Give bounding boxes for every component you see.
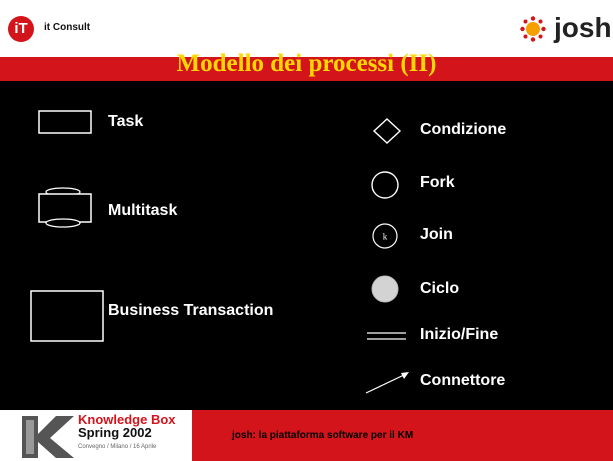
- connettore-label: Connettore: [420, 372, 506, 389]
- josh-brand: josh: [554, 12, 612, 43]
- arrow-icon: [365, 372, 409, 394]
- sun-icon: [520, 16, 546, 42]
- condizione-label: Condizione: [420, 121, 507, 138]
- multitask-label: Multitask: [108, 202, 178, 219]
- task-label: Task: [108, 113, 144, 130]
- footer-tagline: josh: la piattaforma software per il KM: [232, 430, 414, 441]
- it-consult-brand: it Consult: [44, 22, 91, 33]
- it-consult-logo: iT: [8, 16, 34, 42]
- slide-title: Modello dei processi (II): [176, 50, 437, 77]
- business-transaction-label: Business Transaction: [108, 302, 274, 319]
- fork-label: Fork: [420, 174, 455, 191]
- kb-title: Knowledge Box: [78, 412, 176, 427]
- footer-red-band: [192, 410, 613, 461]
- it-logo-glyph: iT: [14, 20, 28, 37]
- join-label: Join: [420, 226, 453, 243]
- knowledge-box-k-logo: [22, 416, 74, 458]
- slide-header: iT it Consult josh: [0, 0, 613, 62]
- task-shape: [38, 110, 92, 134]
- diamond-icon: [372, 118, 402, 144]
- join-circle-icon: k: [372, 223, 398, 249]
- inizio-fine-label: Inizio/Fine: [420, 326, 499, 343]
- josh-logo: josh: [520, 10, 612, 46]
- multitask-shape: [38, 187, 92, 228]
- ciclo-label: Ciclo: [420, 280, 460, 297]
- kb-small-text: Convegno / Milano / 16 Aprile: [78, 444, 157, 450]
- kb-subtitle: Spring 2002: [78, 425, 152, 440]
- ciclo-filled-circle-icon: [371, 275, 399, 303]
- double-line-icon: [367, 332, 406, 340]
- business-transaction-shape: [30, 290, 104, 342]
- join-k-glyph: k: [383, 232, 388, 242]
- title-bar: [0, 57, 613, 81]
- fork-circle-icon: [371, 171, 399, 199]
